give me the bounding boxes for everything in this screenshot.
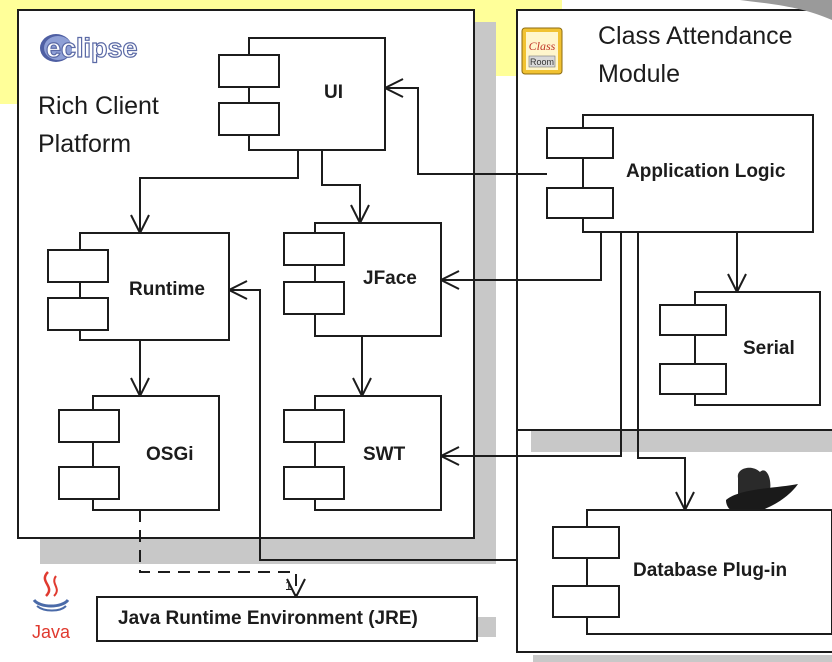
- component-application-logic: [546, 114, 814, 233]
- serial-label: Serial: [743, 338, 795, 359]
- module-title-line2: Module: [598, 60, 680, 88]
- component-ui: [218, 37, 386, 151]
- component-jface: [283, 222, 442, 337]
- jre-label: Java Runtime Environment (JRE): [118, 608, 418, 629]
- ui-label: UI: [324, 82, 343, 103]
- hat-icon: [726, 467, 798, 515]
- module-title-line1: Class Attendance: [598, 22, 793, 50]
- platform-title: Rich Client Platform: [38, 87, 159, 163]
- component-swt: [283, 395, 442, 511]
- swt-label: SWT: [363, 444, 406, 465]
- application-logic-label: Application Logic: [626, 161, 786, 182]
- component-serial: [659, 291, 821, 406]
- module-title: Class Attendance Module: [598, 17, 793, 93]
- svg-text:Class: Class: [529, 39, 556, 53]
- component-database-plug-in: [552, 509, 832, 635]
- eclipse-logo: eclipse: [40, 32, 138, 64]
- osgi-label: OSGi: [146, 444, 194, 465]
- svg-text:eclipse: eclipse: [46, 33, 138, 63]
- jre-box: [96, 596, 478, 642]
- svg-text:Room: Room: [530, 57, 554, 67]
- svg-text:Java: Java: [32, 622, 71, 642]
- java-logo: Java: [32, 571, 71, 642]
- connectors: [140, 88, 832, 653]
- multiplicity-label: 1: [285, 578, 292, 593]
- class-room-icon: Class Room: [521, 27, 563, 75]
- runtime-label: Runtime: [129, 279, 205, 300]
- platform-title-line2: Platform: [38, 130, 132, 158]
- database-plug-in-label: Database Plug-in: [633, 560, 788, 581]
- jface-label: JFace: [363, 268, 417, 289]
- component-osgi: [58, 395, 220, 511]
- corner-decoration: [740, 0, 832, 20]
- platform-title-line1: Rich Client: [38, 92, 159, 120]
